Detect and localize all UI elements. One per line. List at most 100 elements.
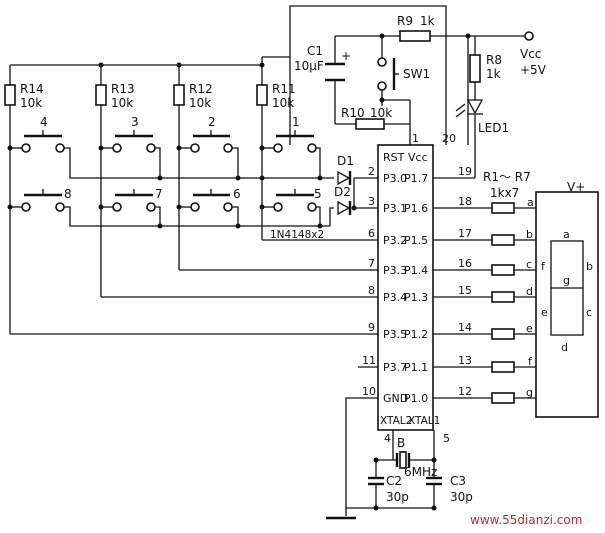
seg-pin-c: c (526, 258, 532, 271)
seven-segment-display: V+ a b c d e f g a b c d e f g (526, 180, 599, 418)
r9-name: R9 (397, 14, 413, 28)
pin-p16-name: P1.6 (404, 202, 428, 215)
watermark: www.55dianzi.com (470, 513, 582, 527)
junction-dots (7, 33, 471, 511)
pin-p13-name: P1.3 (404, 291, 428, 304)
resistor-r14: R14 10k (4, 82, 44, 110)
r14-value: 10k (20, 96, 42, 110)
pin-p10-num: 12 (458, 385, 472, 398)
key-8-label: 8 (64, 187, 72, 201)
r11-value: 10k (272, 96, 294, 110)
r13-value: 10k (111, 96, 133, 110)
switch-sw1: SW1 (377, 57, 430, 91)
r10-value: 10k (370, 106, 392, 120)
key-7-label: 7 (155, 187, 163, 201)
pin-gnd-num: 10 (362, 385, 376, 398)
pin-p14-num: 16 (458, 257, 472, 270)
pin-p30-name: P3.0 (383, 172, 407, 185)
pin-p12-num: 14 (458, 321, 472, 334)
resistor-r12: R12 10k (173, 82, 213, 110)
pin-p32-name: P3.2 (383, 234, 407, 247)
pin-p11-name: P1.1 (404, 361, 428, 374)
key-switches: 4 3 2 1 8 7 6 (21, 115, 322, 212)
ic-vcc-label: Vcc (408, 151, 428, 164)
digit-f: f (541, 260, 546, 273)
r14-name: R14 (20, 82, 44, 96)
r11-name: R11 (272, 82, 296, 96)
vcc-terminal: Vcc +5V (520, 31, 547, 77)
pin-p31-num: 3 (368, 195, 375, 208)
digit-g: g (563, 274, 570, 287)
key-2-label: 2 (208, 115, 216, 129)
key-1-label: 1 (292, 115, 300, 129)
pin-p34-name: P3.4 (383, 291, 407, 304)
digit-b: b (586, 260, 593, 273)
pin-p16-num: 18 (458, 195, 472, 208)
c3-value: 30p (450, 490, 473, 504)
r9-value: 1k (420, 14, 435, 28)
r8-value: 1k (486, 67, 501, 81)
diode-d1: D1 (337, 154, 354, 186)
key-4-label: 4 (40, 115, 48, 129)
c2-value: 30p (386, 490, 409, 504)
diode-d2: D2 (334, 185, 352, 216)
digit-c: c (586, 306, 592, 319)
pin-p15-name: P1.5 (404, 234, 428, 247)
key-1: 1 (273, 115, 317, 153)
pin-p17-num: 19 (458, 165, 472, 178)
pin-p35-num: 9 (368, 321, 375, 334)
led-led1: LED1 (455, 99, 509, 135)
pin-p32-num: 6 (368, 227, 375, 240)
diode-part-label: 1N4148x2 (270, 229, 324, 241)
capacitor-c2: C2 30p (368, 474, 409, 504)
c1-plus: + (341, 49, 351, 63)
digit-e: e (541, 306, 548, 319)
ic-xtal2-label: XTAL2 (380, 415, 412, 427)
capacitor-c3: C3 30p (426, 474, 473, 504)
crystal-value: 6MHz (404, 465, 437, 479)
pin-gnd-name: GND (383, 392, 408, 405)
key-3: 3 (112, 115, 156, 153)
ic-pin-vcc-num: 20 (442, 132, 456, 145)
pin-p14-name: P1.4 (404, 264, 428, 277)
r12-value: 10k (189, 96, 211, 110)
d2-label: D2 (334, 185, 351, 199)
c2-name: C2 (386, 474, 402, 488)
pin-p30-num: 2 (368, 165, 375, 178)
resistor-array: R1～ R7 1kx7 (483, 170, 531, 404)
c1-name: C1 (307, 44, 323, 58)
microcontroller-ic: RST Vcc 1 20 P3.0 2 P3.1 3 P3.2 6 P3.3 7… (362, 132, 472, 445)
pin-p33-num: 7 (368, 257, 375, 270)
resistor-r13: R13 10k (95, 82, 135, 110)
ground-symbol (326, 508, 356, 520)
seg-pin-b: b (526, 228, 533, 241)
seg-pin-a: a (527, 196, 534, 209)
seg-pin-d: d (526, 285, 533, 298)
crystal-b: B 6MHz (395, 436, 437, 479)
key-3-label: 3 (131, 115, 139, 129)
digit-a: a (563, 228, 570, 241)
key-4: 4 (21, 115, 65, 153)
key-8: 8 (21, 187, 72, 212)
pin-p33-name: P3.3 (383, 264, 407, 277)
ic-rst-label: RST (383, 151, 405, 164)
key-5-label: 5 (314, 187, 322, 201)
r8-name: R8 (486, 53, 502, 67)
d1-label: D1 (337, 154, 354, 168)
resistor-r11: R11 10k (256, 82, 296, 110)
vcc-label: Vcc (520, 47, 541, 61)
led1-label: LED1 (478, 121, 509, 135)
key-6-label: 6 (233, 187, 241, 201)
pin-p34-num: 8 (368, 284, 375, 297)
pin-p13-num: 15 (458, 284, 472, 297)
voltage-label: +5V (520, 63, 547, 77)
pin-p17-name: P1.7 (404, 172, 428, 185)
pin-p15-num: 17 (458, 227, 472, 240)
resistor-r9: R9 1k (397, 14, 435, 42)
digit-d: d (561, 341, 568, 354)
capacitor-c1: + C1 10μF (294, 44, 351, 82)
seg-pin-e: e (526, 322, 533, 335)
pin-p37-num: 11 (362, 354, 376, 367)
pin-p11-num: 13 (458, 354, 472, 367)
